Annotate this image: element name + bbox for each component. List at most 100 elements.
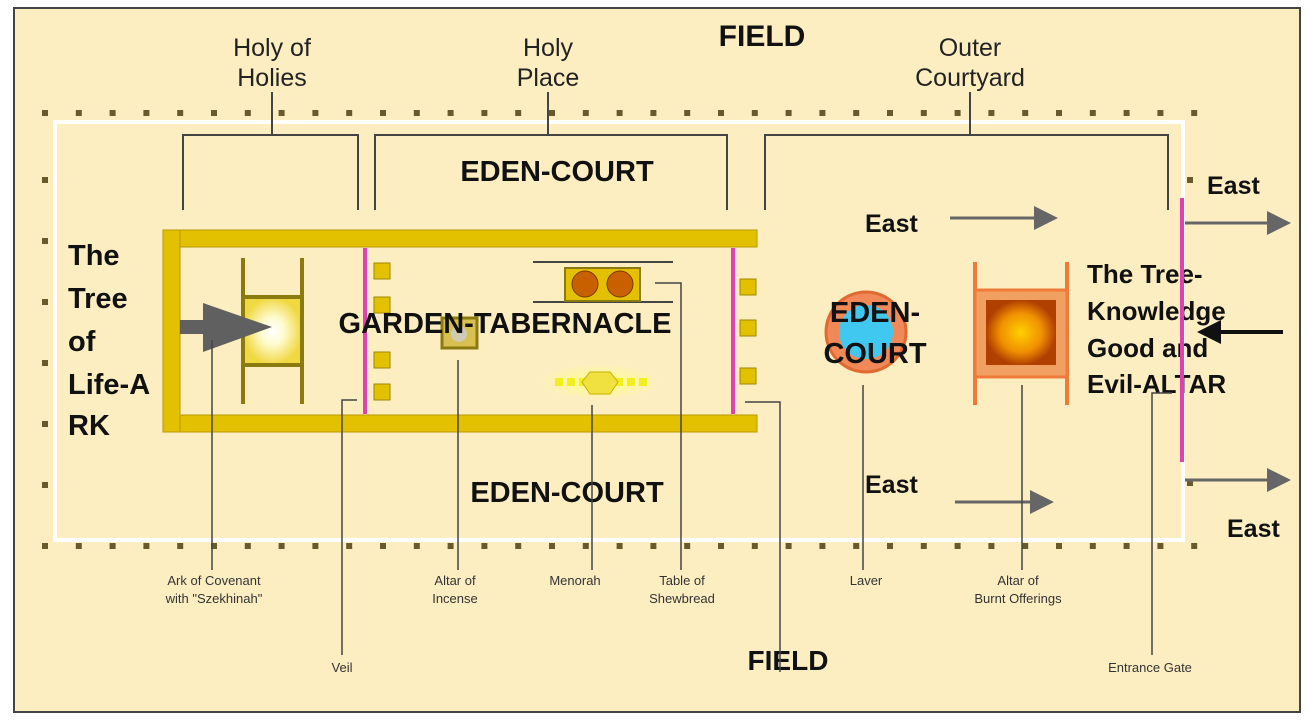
svg-text:Outer: Outer [939, 34, 1002, 62]
post-dot [853, 543, 860, 549]
section-holy-place: Holy Place [374, 34, 728, 210]
post-dot [684, 110, 691, 116]
post-dot [887, 110, 893, 116]
svg-text:Tree: Tree [68, 283, 128, 315]
post-dot [751, 543, 758, 549]
post-dot [549, 543, 555, 549]
post-dot [1187, 177, 1193, 183]
post-dot [1191, 110, 1198, 116]
post-dot [346, 110, 353, 116]
post-dot [785, 543, 792, 549]
post-dot [109, 543, 116, 549]
post-dot [616, 543, 623, 549]
post-dot [718, 110, 724, 116]
pointer-lines [211, 282, 1172, 672]
post-dot [312, 543, 319, 549]
svg-text:Place: Place [517, 64, 580, 92]
post-dot [954, 110, 961, 116]
eden-court-bottom-label: EDEN-COURT [470, 477, 664, 509]
post-dot [75, 110, 82, 116]
post-dot [75, 543, 82, 549]
post-dot [413, 110, 420, 116]
svg-text:Holy of: Holy of [233, 34, 311, 62]
svg-text:Courtyard: Courtyard [915, 64, 1025, 92]
burnt-label-line2: Burnt Offerings [974, 591, 1062, 606]
post-dot [616, 110, 623, 116]
svg-text:Evil-ALTAR: Evil-ALTAR [1087, 369, 1226, 399]
post-dot [244, 110, 251, 116]
post-dot [819, 543, 826, 549]
post-dot [1191, 543, 1198, 549]
post-dot [42, 177, 48, 183]
post-dot [42, 299, 48, 305]
post-dot [42, 421, 48, 427]
post-dot [1089, 543, 1096, 549]
post-dot [380, 543, 386, 549]
post-dot [718, 543, 724, 549]
post-dot [143, 110, 150, 116]
post-dot [751, 110, 758, 116]
svg-text:The Tree-: The Tree- [1087, 259, 1203, 289]
post-dot [1022, 543, 1029, 549]
post-dot [1123, 110, 1130, 116]
laver-label: Laver [850, 573, 883, 588]
ark-label: Ark of Covenant [167, 573, 261, 588]
svg-text:Life-A: Life-A [68, 369, 150, 401]
field-title-top: FIELD [719, 20, 806, 53]
post-dot [650, 543, 657, 549]
post-dot [954, 543, 961, 549]
post-dot [42, 238, 48, 244]
svg-text:of: of [68, 326, 96, 358]
post-dot [177, 110, 184, 116]
altar-of-burnt-offerings-icon [973, 262, 1069, 405]
post-dot [1089, 110, 1096, 116]
eden-court-laver-line1: EDEN- [830, 297, 920, 329]
tree-of-life-label: The Tree of Life-A RK [68, 240, 150, 442]
courtyard-posts [42, 110, 1198, 549]
post-dot [582, 110, 589, 116]
shewbread-label: Table of [659, 573, 705, 588]
shewbread-label-line2: Shewbread [649, 591, 715, 606]
veil-label: Veil [332, 660, 353, 675]
incense-label-line2: Incense [432, 591, 478, 606]
gate-label: Entrance Gate [1108, 660, 1192, 675]
post-dot [549, 110, 555, 116]
post-dot [515, 110, 522, 116]
post-dot [650, 110, 657, 116]
svg-text:Knowledge: Knowledge [1087, 296, 1226, 326]
post-dot [988, 543, 995, 549]
post-dot [177, 543, 184, 549]
post-dot [582, 543, 589, 549]
field-title-bottom: FIELD [748, 645, 829, 676]
post-dot [1157, 110, 1164, 116]
east-label: East [865, 210, 918, 238]
svg-text:Good and: Good and [1087, 333, 1208, 363]
post-dot [887, 543, 893, 549]
post-dot [1022, 110, 1029, 116]
post-dot [1157, 543, 1164, 549]
post-dot [684, 543, 691, 549]
svg-text:Holy: Holy [523, 34, 574, 62]
post-dot [109, 110, 116, 116]
ark-label-line2: with "Szekhinah" [165, 591, 263, 606]
post-dot [481, 543, 488, 549]
post-dot [1123, 543, 1130, 549]
menorah-label: Menorah [549, 573, 600, 588]
post-dot [988, 110, 995, 116]
post-dot [42, 543, 48, 549]
post-dot [380, 110, 386, 116]
post-dot [1187, 480, 1193, 486]
arrow-into-ark-icon [180, 303, 272, 352]
tabernacle-structure [162, 229, 758, 433]
post-dot [447, 110, 454, 116]
post-dot [42, 482, 48, 488]
post-dot [785, 110, 792, 116]
post-dot [346, 543, 353, 549]
section-outer-courtyard: Outer Courtyard [764, 34, 1169, 210]
post-dot [42, 110, 48, 116]
garden-tabernacle-label: GARDEN-TABERNACLE [339, 308, 672, 340]
post-dot [143, 543, 150, 549]
post-dot [853, 110, 860, 116]
svg-text:RK: RK [68, 410, 110, 442]
